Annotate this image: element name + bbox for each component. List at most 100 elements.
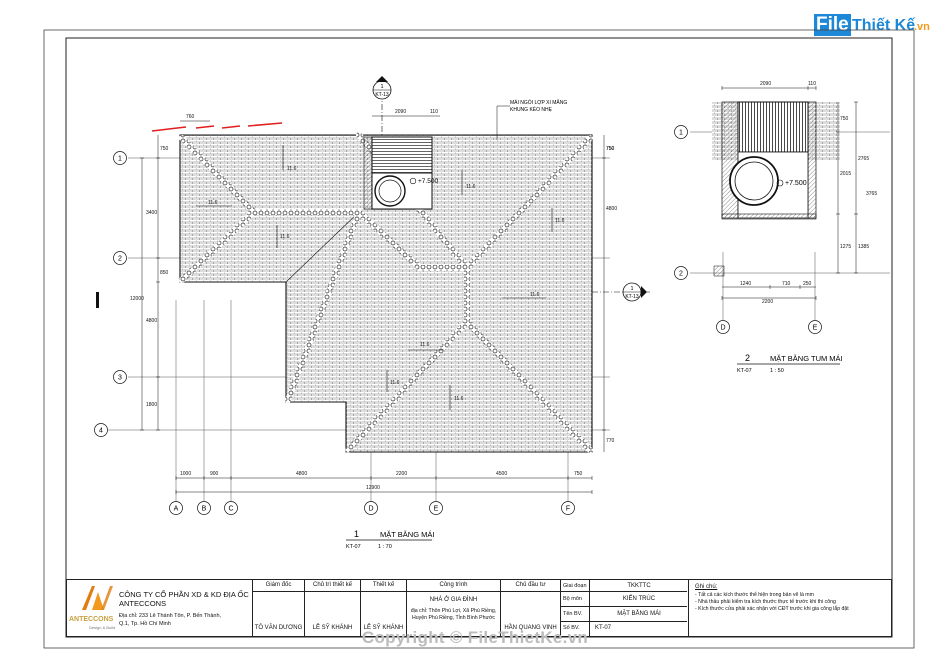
design-lead-header: Chủ trì thiết kế: [312, 582, 353, 588]
detail-ledge: [713, 265, 725, 277]
dim-left: 750: [160, 146, 169, 152]
company-address: Địa chỉ: 233 Lê Thánh Tôn, P. Bến Thành,…: [119, 612, 221, 628]
note-item: - Kích thước cửa phải xác nhận với CĐT t…: [695, 606, 849, 612]
sheet-value: KT-07: [595, 625, 612, 631]
grid-col-label: D: [368, 506, 373, 513]
sheet-label: Số BV.: [563, 625, 580, 631]
detail-dim-right: 1275: [840, 244, 851, 250]
detail-grid-row-label: 2: [679, 271, 683, 278]
title-block-drawing-info: Giai đoạn TKKTTC Bộ môn KIẾN TRÚC Tên BV…: [561, 580, 689, 636]
section-tag-top-num: 1: [380, 84, 383, 90]
company-logo: [82, 586, 113, 610]
address-line2: Q.1, Tp. Hồ Chí Minh: [119, 621, 171, 627]
title-block-director: Giám đốc TÔ VĂN DƯƠNG: [253, 580, 305, 636]
title-block-investor: Chủ đầu tư HẦN QUANG VINH: [501, 580, 561, 636]
section-tag-top: 1 KT-13: [372, 76, 392, 135]
dim-bottom: 2200: [396, 471, 407, 477]
title-block-company: ANTECCONS Design & Build CÔNG TY CỔ PHẦN…: [67, 580, 253, 636]
main-title-scale: 1 : 70: [378, 544, 392, 550]
sheet-inner-border: [65, 37, 893, 638]
detail-dim-bottom: 710: [782, 281, 791, 287]
designer-name: LÊ SỸ KHÁNH: [363, 625, 404, 631]
grid-bubbles-rows: 1 2 3 4: [94, 151, 127, 437]
slope-arrows: [196, 145, 553, 410]
slope-labels: 11.6 11.6 11.6 11.6 11.6 11.6 11.6 11.6 …: [208, 166, 565, 402]
dim-bottom: 750: [574, 471, 583, 477]
section-tag-top-ref: KT-13: [375, 92, 389, 98]
detail-title-ref: KT-07: [737, 368, 752, 374]
detail-grid-col-label: D: [720, 325, 725, 332]
main-plan-title: 1 MẶT BẰNG MÁI KT-07 1 : 70: [346, 529, 434, 550]
detail-dim-right: 3765: [866, 191, 877, 197]
detail-water-tank: [729, 156, 779, 206]
grid-col-label: F: [566, 506, 570, 513]
detail-dim-top: 2090: [760, 81, 771, 87]
note-item: - Tất cả các kích thước thể hiện trong b…: [695, 592, 814, 598]
title-block-project: Công trình NHÀ Ở GIA ĐÌNH địa chỉ: Thôn …: [407, 580, 501, 636]
main-elevation-marker: [409, 177, 417, 185]
detail-water-tank-inner: [734, 161, 774, 201]
dimension-texts: 760 2090 110 750 750 3400 850 4800 1800 …: [130, 109, 617, 491]
grid-col-label: B: [202, 506, 207, 513]
drawing-value: MẶT BẰNG MÁI: [617, 611, 661, 617]
grid-row-label: 1: [118, 156, 122, 163]
grid-bubbles-cols: A B C D E F: [169, 501, 575, 515]
address-line1: Địa chỉ: 233 Lê Thánh Tôn, P. Bến Thành,: [119, 613, 222, 619]
detail-wall-bottom: [721, 213, 817, 220]
detail-elevation-label: +7.500: [785, 180, 807, 187]
detail-louver: [737, 101, 809, 153]
slope-label: 11.6: [530, 292, 540, 298]
slope-label: 11.6: [466, 184, 476, 190]
dim-top: 750: [606, 146, 615, 152]
section-tag-right-num: 1: [630, 286, 633, 292]
dim-bottom: 4800: [296, 471, 307, 477]
detail-roof-plan: +7.500 1 2 D E 2090 110 750 2765 20: [674, 81, 890, 374]
main-title-ref: KT-07: [346, 544, 361, 550]
stair-tower-louver: [371, 136, 433, 174]
roof-note-line2: KHUNG KÈO NHẸ: [510, 106, 553, 113]
title-block-notes: Ghi chú: - Tất cả các kích thước thể hiệ…: [689, 580, 891, 636]
director-header: Giám đốc: [265, 582, 292, 588]
detail-grid-col-label: E: [813, 325, 818, 332]
slope-label: 11.6: [390, 380, 400, 386]
investor-header: Chủ đầu tư: [515, 582, 546, 588]
water-tank: [374, 175, 406, 207]
section-tag-right-ref: KT-13: [625, 294, 639, 300]
dim-left: 1800: [146, 402, 157, 408]
notes-title: Ghi chú:: [695, 584, 718, 590]
copyright-watermark: Copyright © FileThietKe.vn: [361, 628, 589, 647]
title-block: ANTECCONS Design & Build CÔNG TY CỔ PHẦN…: [66, 579, 892, 637]
investor-name: HẦN QUANG VINH: [504, 625, 557, 631]
dim-bottom: 900: [210, 471, 219, 477]
project-name: NHÀ Ở GIA ĐÌNH: [429, 597, 478, 603]
dim-left: 4800: [146, 318, 157, 324]
detail-dim-right: 750: [840, 116, 849, 122]
dept-label: Bộ môn: [563, 596, 582, 602]
grid-row-label: 2: [118, 256, 122, 263]
grid-row-label: 3: [118, 375, 122, 382]
section-cut-mark-left: [96, 292, 99, 308]
phase-label: Giai đoạn: [563, 583, 587, 589]
detail-wall-left: [721, 101, 739, 219]
detail-grid-row-label: 1: [679, 130, 683, 137]
detail-dim-right: 2765: [858, 156, 869, 162]
stair-tower-wall: [363, 136, 373, 210]
grid-row-label: 4: [99, 428, 103, 435]
roof-note-line1: MÁI NGÓI LỢP XI MĂNG: [510, 99, 567, 106]
project-addr1: địa chỉ: Thôn Phú Lợi, Xã Phú Riềng,: [410, 608, 497, 614]
dim-top: 760: [186, 114, 195, 120]
dim-right: 770: [606, 438, 615, 444]
detail-wall-right: [807, 101, 817, 219]
dim-left: 3400: [146, 210, 157, 216]
company-line1: CÔNG TY CỔ PHẦN XD & KD ĐỊA ỐC: [119, 590, 249, 599]
grid-col-label: E: [434, 506, 439, 513]
slope-label: 11.6: [555, 218, 565, 224]
title-block-designer: Thiết kế LÊ SỸ KHÁNH: [361, 580, 407, 636]
note-item: - Nhà thầu phải kiểm tra kích thước thực…: [695, 599, 836, 605]
detail-dim-right: 1385: [858, 244, 869, 250]
dim-top: 2090: [395, 109, 406, 115]
dim-top: 110: [430, 109, 438, 115]
slope-label: 11.6: [287, 166, 297, 172]
dim-bottom: 4500: [496, 471, 507, 477]
